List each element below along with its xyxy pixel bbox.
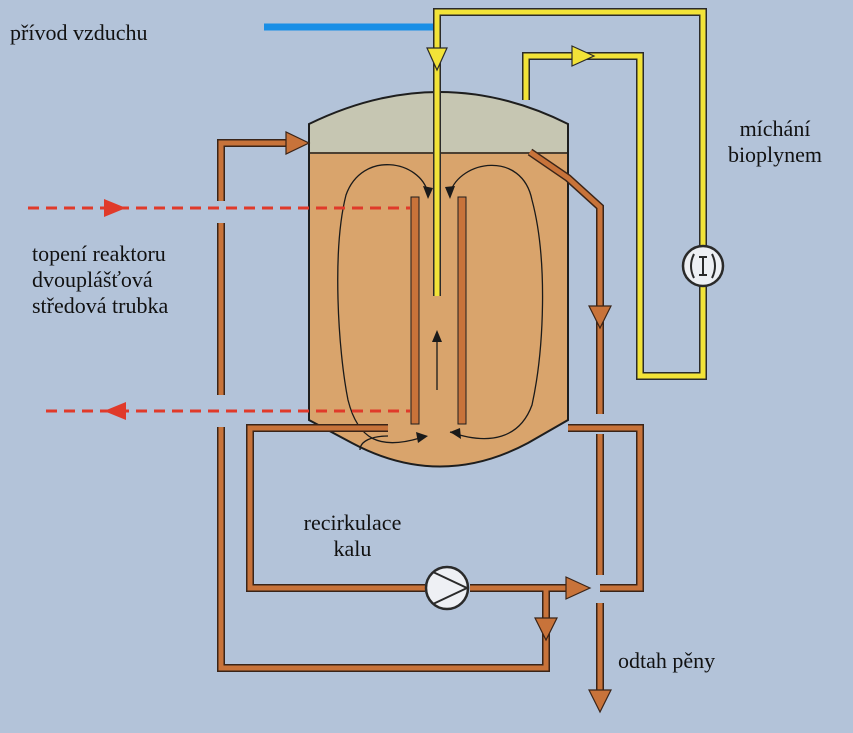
branch-down-arrow [534, 617, 558, 642]
top-feed-pipe-bottom [218, 427, 549, 671]
flow-arrow-upper-right [445, 186, 455, 199]
mixing-label-line2: bioplynem [727, 142, 823, 167]
foam-drain-arrow [588, 689, 612, 714]
vessel-outline [308, 91, 569, 468]
heating-label: topení reaktoru dvouplášťová středová tr… [32, 241, 168, 319]
recirculation-label: recirkulace kalu [285, 510, 420, 562]
recirc-pipe [247, 425, 425, 591]
mixing-label: míchání bioplynem [705, 116, 845, 168]
heating-label-line3: středová trubka [32, 293, 169, 318]
flow-loops [337, 164, 544, 451]
sludge-pipes [218, 140, 643, 690]
top-feed-pipe-outline [217, 139, 296, 201]
air-inlet-label: přívod vzduchu [10, 20, 148, 45]
air-lance-arrow [426, 47, 448, 72]
biogas-arrow [571, 45, 596, 67]
side-loop-pipe [568, 425, 643, 591]
flow-loop-left [337, 164, 429, 444]
recirculation-label-line2: kalu [333, 536, 372, 561]
biogas-pipe [523, 53, 706, 379]
flow-arrow-upper-left [423, 186, 433, 199]
flow-arrow-up [432, 330, 442, 342]
air-lance-pipe [434, 9, 706, 296]
reactor-vessel [308, 91, 569, 468]
flow-loop-right [449, 164, 544, 440]
recirc-right-arrow [565, 576, 592, 600]
gas-pipes-fill [434, 9, 706, 379]
gas-compressor-icon [681, 244, 725, 288]
central-draft-tube [410, 196, 467, 425]
heating-supply-arrow [104, 199, 126, 217]
heating-label-line2: dvouplášťová [32, 267, 153, 292]
top-feed-arrow [285, 131, 311, 155]
circulation-pump-icon [424, 565, 470, 611]
recirculation-label-line1: recirkulace [303, 510, 402, 535]
sludge-arrows [285, 131, 612, 714]
sludge-fill [309, 152, 568, 467]
foam-removal-label: odtah pěny [618, 648, 716, 673]
flow-arrow-bottom-left [416, 432, 428, 443]
flow-arrowheads [416, 186, 461, 443]
overflow-down-arrow [588, 305, 612, 330]
flow-arrow-bottom-right [450, 428, 461, 439]
draft-tube-left-wall [410, 196, 420, 425]
overflow-pipe [528, 149, 603, 310]
flow-loop-inner-left [359, 435, 389, 451]
draft-tube-right-wall [457, 196, 467, 425]
heating-return-arrow [104, 402, 126, 420]
mixing-label-line1: míchání [739, 116, 811, 141]
top-feed-pipe [218, 140, 296, 201]
heating-label-line1: topení reaktoru [32, 241, 166, 266]
